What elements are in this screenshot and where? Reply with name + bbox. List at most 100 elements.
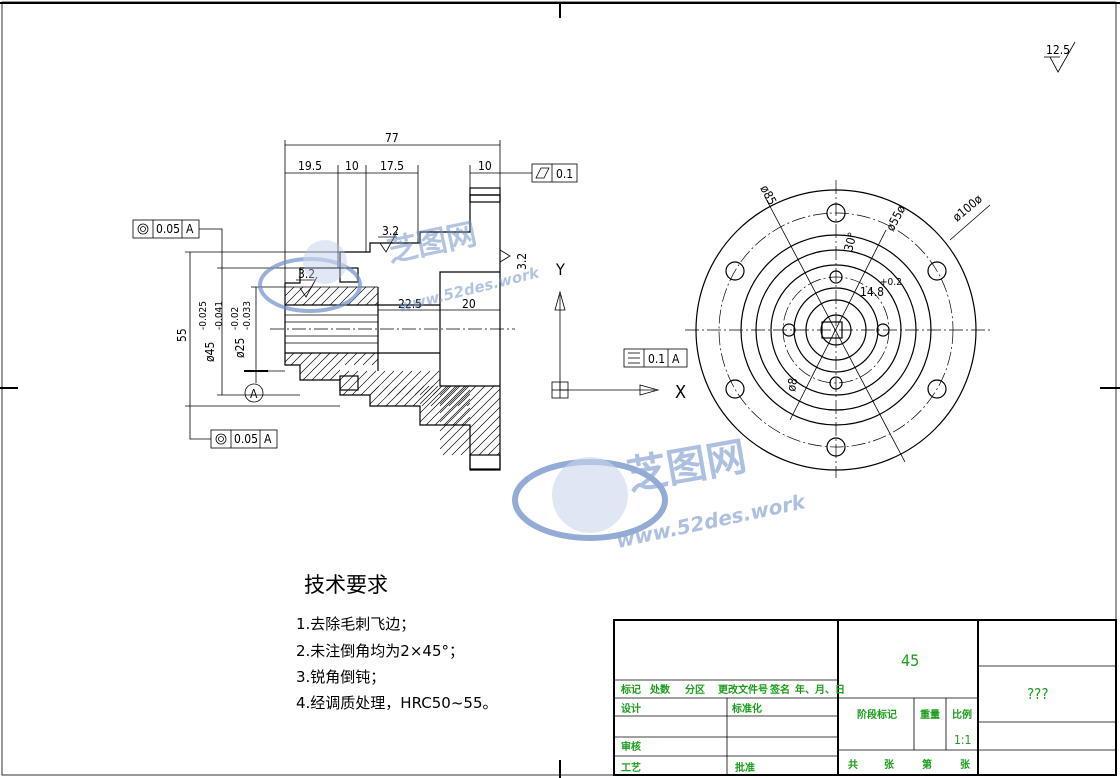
hatch-line (439, 385, 468, 414)
hatch-line (487, 442, 501, 456)
roughness-symbol-general: 12.5 (1044, 41, 1076, 73)
hatch-line (419, 385, 457, 423)
hatch-line (284, 286, 304, 306)
hatch-line (284, 286, 295, 297)
hatch-line (469, 424, 501, 456)
hatch-line (293, 286, 313, 306)
hatch-line (403, 385, 425, 407)
flatness-icon (535, 167, 550, 179)
hatch-line (308, 352, 322, 366)
hatch-line (302, 286, 322, 306)
end-view: ø100ø ø85 ø55ø 30° 14.8 +0.2 ø8 (685, 180, 991, 478)
hatch-line (360, 370, 386, 396)
axis-x-label: X (675, 382, 686, 403)
hatch-line (369, 385, 389, 405)
tb-hdr-sign: 签名 (769, 683, 790, 696)
hatch-line (335, 352, 349, 366)
hatch-line (478, 433, 501, 456)
dim-dia-55-end: ø55ø (883, 203, 908, 234)
tb-scale-value: 1:1 (954, 733, 971, 747)
watermark-url-large: www.52des.work (614, 489, 809, 553)
coordinate-axes: Y X (551, 260, 686, 403)
tech-req-item-1: 1.去除毛刺飞边； (296, 615, 415, 633)
hatch-line (419, 385, 430, 396)
hatch-line (365, 292, 379, 306)
dim-overall-length: 77 (385, 131, 399, 145)
hatch-line (439, 385, 486, 432)
dim-17-5: 17.5 (380, 159, 404, 173)
roughness-c: 3.2 (515, 253, 529, 270)
title-block: 45 ??? 标记 处数 分区 更改文件号 签名 年、月、日 设计 标准化 阶段… (613, 619, 1117, 776)
hatch-line (338, 286, 358, 306)
hatch-line (421, 385, 443, 407)
tb-scale-label: 比例 (952, 708, 972, 721)
hatch-line (317, 352, 331, 366)
hatch-line (439, 385, 450, 396)
hatch-line (439, 385, 477, 423)
hatch-line (326, 352, 340, 366)
hatch-line (439, 385, 495, 441)
hatch-line (311, 364, 328, 381)
hatch-line (351, 370, 377, 396)
tolerance-frame-concentricity-top: 0.05 A (132, 219, 223, 268)
tol-value: 0.05 (234, 432, 258, 446)
watermark-large: 芝图网 www.52des.work (512, 434, 809, 553)
tol-value: 0.1 (648, 352, 665, 366)
tb-weight: 重量 (920, 708, 940, 721)
hatch-line (439, 385, 459, 405)
hatch-line (448, 385, 470, 407)
hatch-line (302, 364, 319, 381)
tb-standardization: 标准化 (731, 702, 762, 715)
tolerance-frame-flatness: 0.1 (500, 163, 578, 183)
tb-hdr-count: 处数 (649, 683, 671, 696)
tb-process: 工艺 (621, 761, 641, 774)
hatch-line (457, 393, 471, 407)
tb-total: 共 (848, 758, 858, 771)
hatch-line (320, 286, 340, 306)
hatch-line (394, 385, 416, 407)
tb-review: 审核 (621, 740, 641, 753)
hatch-line (342, 370, 368, 396)
hatch-line (299, 364, 310, 375)
section-hatching (284, 286, 501, 456)
tol-datum: A (672, 352, 680, 366)
dim-19-5: 19.5 (298, 159, 322, 173)
hatch-line (329, 369, 341, 381)
dim-dia-8: ø8 (784, 377, 800, 393)
datum-a-marker: A (244, 370, 268, 403)
dim-dia-25-tol-upper: -0.02 (230, 307, 241, 330)
hatch-line (452, 407, 471, 426)
hatch-line (460, 415, 501, 456)
roughness-b: 3.2 (298, 267, 315, 281)
tb-sheet-unit: 张 (960, 758, 971, 771)
hatch-line (443, 398, 471, 426)
roughness-a: 3.2 (382, 224, 399, 238)
roughness-mark-b: 3.2 (296, 267, 318, 298)
hatch-line (385, 385, 407, 407)
hatch-line (371, 358, 379, 366)
hatch-line (376, 385, 398, 407)
hatch-line (299, 352, 313, 366)
hatch-line (434, 389, 471, 426)
tb-sheets: 张 (884, 758, 895, 771)
dim-dia-45: ø45 (203, 342, 217, 362)
tech-req-item-2: 2.未注倒角均为2×45°； (296, 642, 464, 660)
hatch-line (425, 385, 466, 426)
hatch-line (412, 385, 434, 407)
hatch-line (311, 286, 331, 306)
roughness-value: 12.5 (1046, 43, 1070, 57)
concentricity-icon (215, 433, 227, 445)
hatch-line (369, 385, 380, 396)
tol-datum: A (264, 432, 272, 446)
hatch-line (290, 352, 304, 366)
tb-drawing-name: ??? (1027, 685, 1049, 703)
tb-material: 45 (901, 651, 919, 670)
tb-sheet-no: 第 (922, 758, 932, 771)
hatch-line (344, 352, 358, 366)
tb-approve: 批准 (735, 761, 755, 774)
tb-stage-mark: 阶段标记 (857, 708, 897, 721)
datum-a-label: A (250, 387, 258, 401)
concentricity-icon (137, 223, 149, 235)
